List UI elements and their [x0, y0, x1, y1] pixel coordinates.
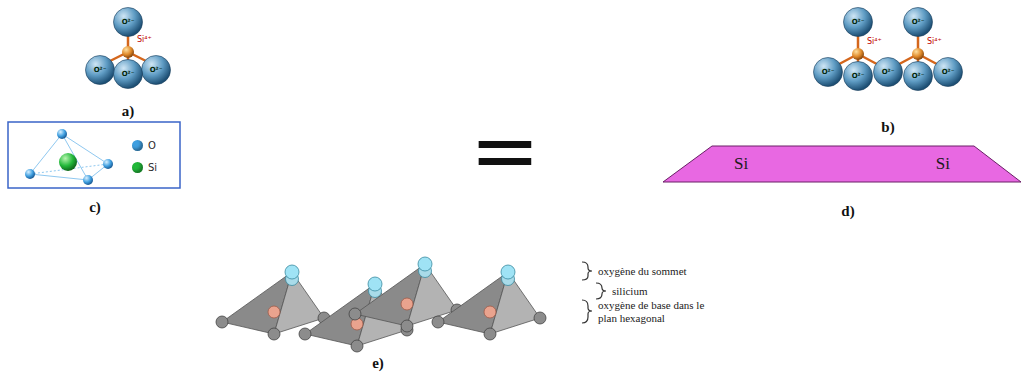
panel-caption: d)	[841, 203, 854, 220]
atom-label: Si	[734, 154, 748, 174]
oxygen-atom: O²⁻	[113, 7, 143, 37]
trapezoid	[662, 145, 1022, 183]
oxygen-atom: O²⁻	[903, 61, 933, 91]
silicon-atom	[59, 153, 77, 171]
panel-caption: e)	[372, 355, 384, 372]
ion-label: O²⁻	[122, 70, 135, 78]
ion-label: Si⁴⁺	[867, 37, 882, 46]
tetrahedron	[432, 265, 546, 340]
silicon-atom	[852, 48, 864, 60]
legend-text: Si	[148, 162, 157, 173]
silicon-layer-band: Si Si	[662, 145, 1022, 183]
panel-caption: a)	[122, 103, 135, 120]
ion-label: O²⁻	[150, 66, 163, 74]
oxygen-atom: O²⁻	[933, 57, 963, 87]
panel-caption: b)	[881, 119, 894, 136]
atom-label: Si	[936, 154, 950, 174]
ion-label: O²⁻	[852, 72, 865, 80]
ion-label: O²⁻	[912, 72, 925, 80]
ion-label: O²⁻	[882, 68, 895, 76]
oxygen-atom	[57, 129, 67, 139]
ion-label: Si⁴⁺	[927, 37, 942, 46]
ion-label: O²⁻	[94, 66, 107, 74]
legend-entry: O	[132, 140, 156, 151]
panel-caption: c)	[89, 199, 101, 216]
oxygen-atom: O²⁻	[843, 61, 873, 91]
tetrahedra-chain	[216, 257, 546, 352]
equals-sign: =	[470, 108, 540, 192]
legend-text: O	[148, 140, 156, 151]
oxygen-atom	[83, 175, 93, 185]
legend-swatch	[132, 162, 143, 173]
silicon-atom	[912, 48, 924, 60]
tetrahedron-edges	[30, 134, 108, 180]
frame	[8, 122, 180, 188]
ion-label: O²⁻	[122, 18, 135, 26]
ion-label: Si⁴⁺	[137, 35, 152, 44]
ion-label: O²⁻	[822, 68, 835, 76]
legend-swatch	[132, 140, 143, 151]
silicon-atom	[122, 46, 134, 58]
ion-label: O²⁻	[942, 68, 955, 76]
oxygen-atom: O²⁻	[843, 7, 873, 37]
oxygen-atom	[25, 169, 35, 179]
oxygen-atom: O²⁻	[903, 7, 933, 37]
part-label: silicium	[612, 285, 647, 298]
oxygen-atom: O²⁻	[85, 55, 115, 85]
legend-entry: Si	[132, 162, 157, 173]
ion-label: O²⁻	[912, 18, 925, 26]
part-label: oxygène du sommet	[598, 265, 687, 278]
part-label: oxygène de base dans le plan hexagonal	[598, 299, 723, 324]
oxygen-atom	[103, 159, 113, 169]
oxygen-atom: O²⁻	[813, 57, 843, 87]
oxygen-atom: O²⁻	[141, 55, 171, 85]
oxygen-atom: O²⁻	[873, 57, 903, 87]
ion-label: O²⁻	[852, 18, 865, 26]
oxygen-atom: O²⁻	[113, 59, 143, 89]
